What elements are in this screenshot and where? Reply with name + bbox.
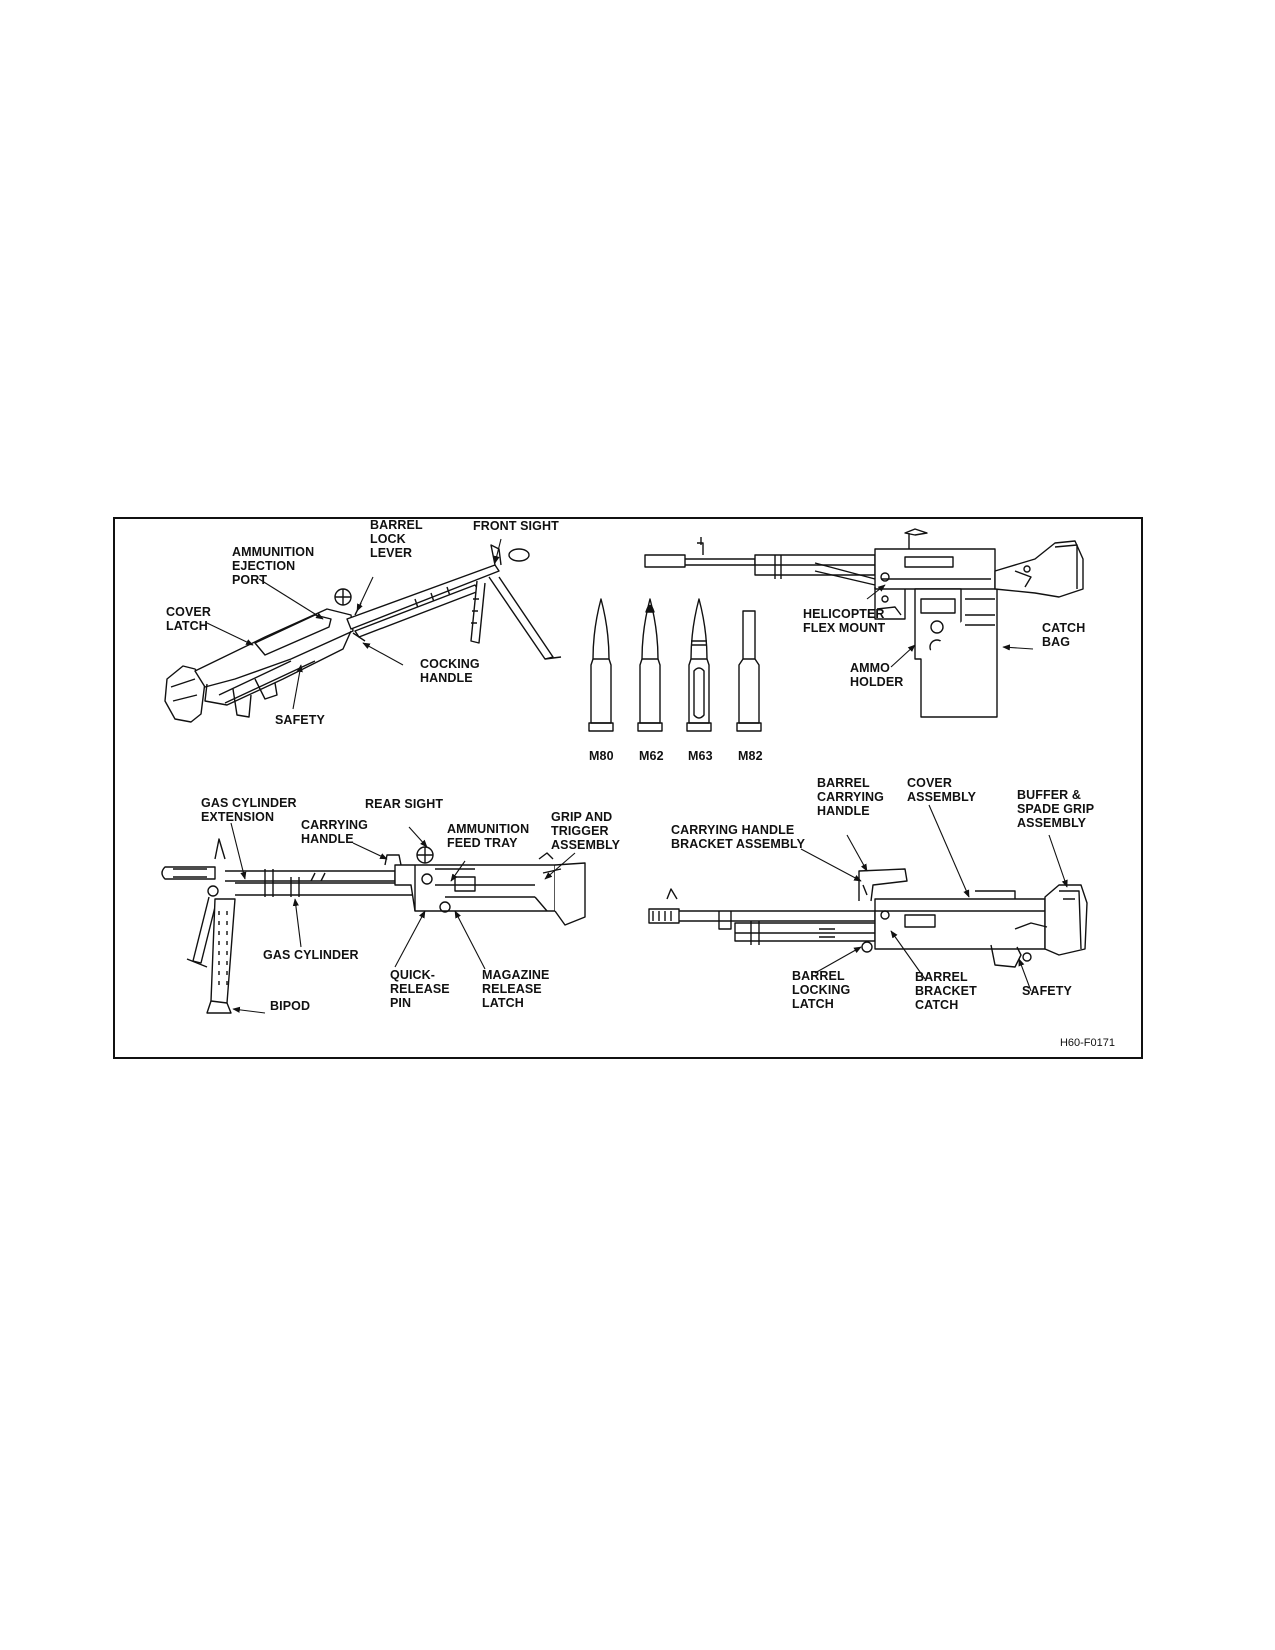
figure-id: H60-F0171: [1059, 1037, 1115, 1049]
label-magazine-release-latch: MAGAZINE RELEASE LATCH: [482, 968, 550, 1010]
label-gas-cylinder: GAS CYLINDER: [263, 948, 359, 962]
label-bipod: BIPOD: [270, 999, 311, 1013]
label-barrel-bracket-catch: BARREL BRACKET CATCH: [915, 970, 977, 1012]
m80-cartridge: [588, 598, 614, 732]
m60-side-drawing: [161, 838, 586, 1014]
label-grip-and-trigger-assembly: GRIP AND TRIGGER ASSEMBLY: [551, 810, 621, 852]
label-safety-top-left: SAFETY: [275, 713, 325, 727]
label-buffer-spade-grip-assembly: BUFFER & SPADE GRIP ASSEMBLY: [1017, 788, 1095, 830]
label-safety-bottom-right: SAFETY: [1022, 984, 1072, 998]
label-quick-release-pin: QUICK- RELEASE PIN: [390, 968, 450, 1010]
label-carrying-handle: CARRYING HANDLE: [301, 818, 369, 846]
m63-cartridge: [686, 598, 712, 732]
helicopter-mount-drawing: [644, 528, 1084, 718]
label-ammunition-ejection-port: AMMUNITION EJECTION PORT: [232, 545, 315, 587]
label-front-sight: FRONT SIGHT: [473, 519, 559, 533]
label-ammunition-feed-tray: AMMUNITION FEED TRAY: [447, 822, 530, 850]
label-carrying-handle-bracket-assembly: CARRYING HANDLE BRACKET ASSEMBLY: [671, 823, 806, 851]
figure-frame: BARREL LOCK LEVER FRONT SIGHT AMMUNITION…: [113, 517, 1143, 1059]
label-m80: M80: [589, 749, 614, 763]
m82-cartridge: [736, 610, 762, 732]
label-ammo-holder: AMMO HOLDER: [850, 661, 904, 689]
label-barrel-carrying-handle: BARREL CARRYING HANDLE: [817, 776, 885, 818]
label-barrel-lock-lever: BARREL LOCK LEVER: [370, 518, 423, 560]
label-cover-assembly: COVER ASSEMBLY: [907, 776, 977, 804]
m60-spade-grip-drawing: [648, 868, 1088, 968]
leader-lines: [206, 538, 1068, 1014]
label-cover-latch: COVER LATCH: [166, 605, 211, 633]
label-gas-cylinder-extension: GAS CYLINDER EXTENSION: [201, 796, 297, 824]
cartridges-drawing: [588, 598, 762, 732]
label-m63: M63: [688, 749, 713, 763]
m60-perspective-drawing: [164, 544, 562, 723]
label-helicopter-flex-mount: HELICOPTER FLEX MOUNT: [803, 607, 886, 635]
label-barrel-locking-latch: BARREL LOCKING LATCH: [792, 969, 851, 1011]
figure-drawing: [161, 528, 1088, 1014]
label-m82: M82: [738, 749, 763, 763]
label-rear-sight: REAR SIGHT: [365, 797, 444, 811]
label-cocking-handle: COCKING HANDLE: [420, 657, 480, 685]
m62-cartridge: [637, 598, 663, 732]
label-m62: M62: [639, 749, 664, 763]
label-catch-bag: CATCH BAG: [1042, 621, 1086, 649]
